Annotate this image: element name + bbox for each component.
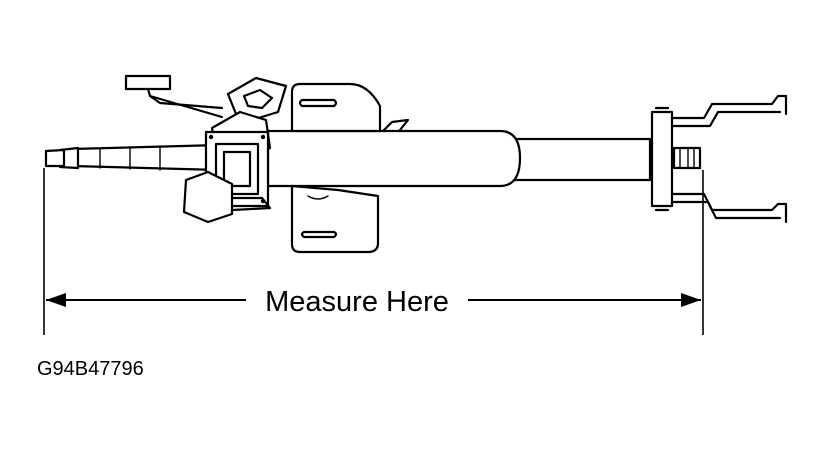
measure-label: Measure Here [265, 286, 449, 318]
arrow-right-icon [681, 293, 701, 307]
measurement-dimension: Measure Here [43, 168, 704, 335]
figure-id: G94B47796 [37, 358, 144, 380]
arrow-left-icon [46, 293, 66, 307]
steering-column-icon [44, 74, 788, 254]
